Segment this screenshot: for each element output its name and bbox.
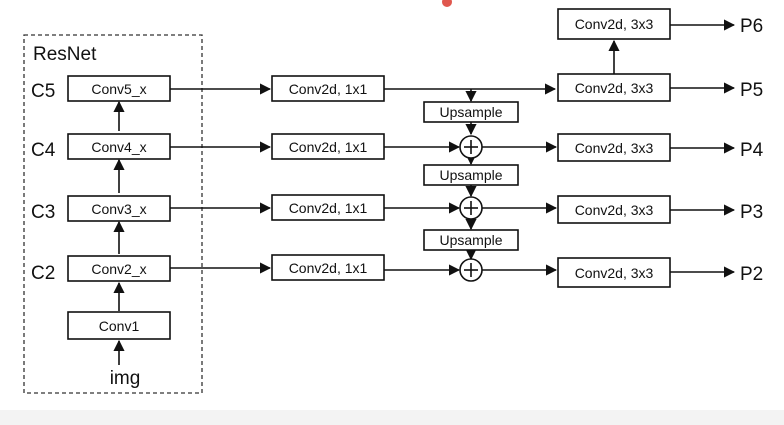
level-label-c4: C4 — [31, 140, 56, 161]
backbone-title: ResNet — [33, 44, 97, 65]
output-conv-p6-label: Conv2d, 3x3 — [575, 16, 654, 32]
output-label-p3: P3 — [740, 202, 763, 223]
upsample-label-3: Upsample — [439, 232, 502, 248]
bottom-strip — [0, 410, 784, 425]
resnet-backbone-region — [23, 34, 203, 394]
output-conv-p4-label: Conv2d, 3x3 — [575, 140, 654, 156]
level-label-c3: C3 — [31, 202, 55, 223]
output-label-p2: P2 — [740, 264, 763, 285]
lateral-conv-4-label: Conv2d, 1x1 — [289, 139, 368, 155]
upsample-block-3: Upsample — [423, 229, 519, 251]
merge-add-3 — [459, 196, 483, 220]
lateral-conv-4: Conv2d, 1x1 — [271, 133, 385, 160]
conv5-label: Conv5_x — [91, 81, 146, 97]
upsample-block-1: Upsample — [423, 101, 519, 123]
upsample-label-1: Upsample — [439, 104, 502, 120]
cursor-dot — [442, 0, 452, 7]
output-conv-p3-label: Conv2d, 3x3 — [575, 202, 654, 218]
output-label-p6: P6 — [740, 16, 763, 37]
upsample-block-2: Upsample — [423, 164, 519, 186]
output-conv-p5-label: Conv2d, 3x3 — [575, 80, 654, 96]
output-conv-p2-label: Conv2d, 3x3 — [575, 265, 654, 281]
lateral-conv-3: Conv2d, 1x1 — [271, 194, 385, 221]
merge-add-4 — [459, 135, 483, 159]
lateral-conv-2: Conv2d, 1x1 — [271, 254, 385, 281]
conv3-block: Conv3_x — [67, 195, 171, 222]
conv1-block: Conv1 — [67, 311, 171, 340]
output-conv-p3: Conv2d, 3x3 — [557, 195, 671, 224]
lateral-conv-5: Conv2d, 1x1 — [271, 75, 385, 102]
upsample-label-2: Upsample — [439, 167, 502, 183]
output-label-p5: P5 — [740, 80, 763, 101]
output-label-p4: P4 — [740, 140, 764, 161]
conv4-block: Conv4_x — [67, 133, 171, 160]
output-conv-p6: Conv2d, 3x3 — [557, 8, 671, 40]
output-conv-p4: Conv2d, 3x3 — [557, 133, 671, 162]
conv2-label: Conv2_x — [91, 261, 146, 277]
merge-add-2 — [459, 258, 483, 282]
conv5-block: Conv5_x — [67, 75, 171, 102]
lateral-conv-2-label: Conv2d, 1x1 — [289, 260, 368, 276]
lateral-conv-3-label: Conv2d, 1x1 — [289, 200, 368, 216]
level-label-c5: C5 — [31, 81, 55, 102]
conv3-label: Conv3_x — [91, 201, 146, 217]
conv2-block: Conv2_x — [67, 255, 171, 282]
conv4-label: Conv4_x — [91, 139, 146, 155]
output-conv-p5: Conv2d, 3x3 — [557, 73, 671, 102]
conv1-label: Conv1 — [99, 318, 140, 334]
lateral-conv-5-label: Conv2d, 1x1 — [289, 81, 368, 97]
output-conv-p2: Conv2d, 3x3 — [557, 257, 671, 288]
input-label: img — [110, 368, 141, 389]
level-label-c2: C2 — [31, 263, 55, 284]
